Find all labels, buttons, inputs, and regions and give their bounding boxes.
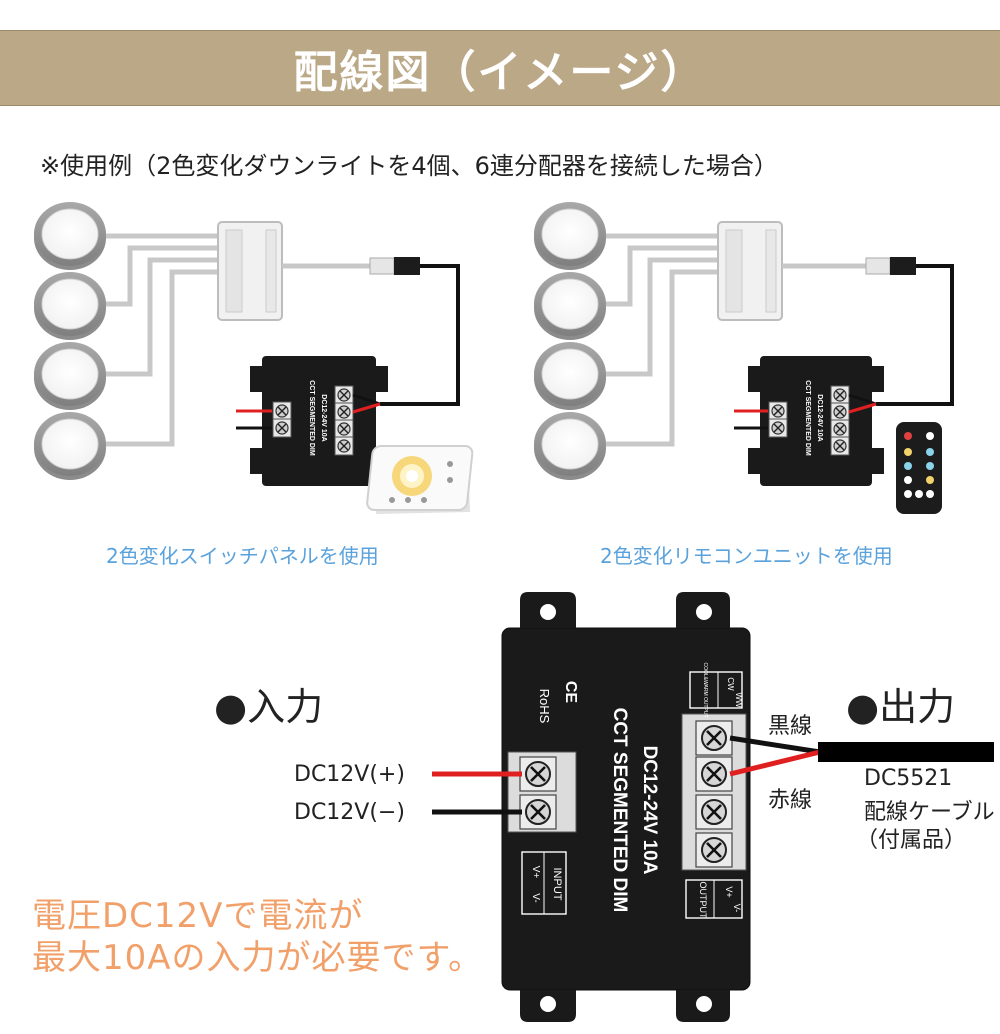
right-lamp-4 [533, 411, 607, 481]
page-title: 配線図（イメージ） [293, 47, 707, 98]
right-example: CCT SEGMENTED DIM DC12-24V 10A [533, 201, 954, 514]
output-label: OUTPUT [698, 882, 708, 920]
svg-text:V-: V- [732, 904, 742, 913]
red-wire-label: 赤線 [768, 788, 813, 813]
right-lamp-wires [606, 233, 722, 447]
right-controller: CCT SEGMENTED DIM DC12-24V 10A [748, 356, 884, 486]
main-controller: INPUT V+ V- OUTPUT V+ V- COOL&WARM OUTPU… [501, 592, 751, 1022]
left-lamp-3 [33, 341, 107, 411]
left-distributor [217, 221, 283, 321]
svg-text:V+: V+ [530, 866, 541, 879]
output-screw-3 [694, 793, 734, 831]
caption-remote: 2色変化リモコンユニットを使用 [600, 544, 893, 568]
left-lamp-1 [33, 201, 107, 271]
right-lamp-3 [533, 341, 607, 411]
input-label: INPUT [551, 868, 563, 901]
left-controller-label: CCT SEGMENTED DIM [308, 380, 315, 456]
left-controller: CCT SEGMENTED DIM DC12-24V 10A [250, 356, 388, 486]
controller-rating: DC12-24V 10A [639, 746, 660, 875]
input-heading: ●入力 [214, 685, 324, 729]
svg-text:CCT SEGMENTED DIM: CCT SEGMENTED DIM [804, 380, 811, 456]
input-minus-label: DC12V(−) [294, 800, 405, 825]
svg-text:V+: V+ [724, 886, 734, 897]
input-plus-screw [518, 755, 558, 793]
rohs-mark: RoHS [537, 689, 552, 724]
cable-label-line1: DC5521 [864, 766, 953, 791]
output-screw-1 [694, 719, 734, 757]
caption-switch-panel: 2色変化スイッチパネルを使用 [106, 544, 379, 568]
cable-label-line3: （付属品） [856, 828, 967, 853]
dc5521-cable [818, 742, 994, 762]
output-screw-2 [694, 755, 734, 793]
ce-mark: CE [562, 681, 579, 704]
requirement-line2: 最大10Aの入力が必要です。 [32, 938, 484, 978]
usage-note: ※使用例（2色変化ダウンライトを4個、6連分配器を接続した場合） [40, 152, 778, 180]
black-wire-label: 黒線 [768, 714, 813, 739]
svg-text:V-: V- [530, 893, 541, 902]
svg-text:DC12-24V 10A: DC12-24V 10A [320, 394, 327, 441]
right-lamp-2 [533, 271, 607, 341]
remote-control [896, 422, 942, 514]
input-minus-screw [518, 793, 558, 831]
output-screw-4 [694, 831, 734, 869]
left-lamp-4 [33, 411, 107, 481]
svg-text:COOL&WARM OUTPUT: COOL&WARM OUTPUT [702, 662, 708, 717]
requirement-line1: 電圧DC12Vで電流が [32, 896, 364, 936]
input-plus-label: DC12V(+) [294, 762, 405, 787]
left-example: CCT SEGMENTED DIM DC12-24V 10A [33, 201, 474, 514]
svg-text:WW: WW [734, 692, 743, 708]
right-distributor [717, 221, 783, 321]
output-red-wire [729, 749, 821, 777]
left-lamp-wires [106, 233, 222, 447]
title-banner: 配線図（イメージ） [0, 30, 1000, 106]
svg-text:DC12-24V 10A: DC12-24V 10A [816, 394, 823, 441]
switch-panel [366, 445, 474, 514]
controller-model: CCT SEGMENTED DIM [609, 708, 630, 913]
output-heading: ●出力 [846, 685, 956, 729]
left-lamp-2 [33, 271, 107, 341]
cable-label-line2: 配線ケーブル [864, 800, 995, 825]
svg-text:CW: CW [726, 677, 735, 691]
right-lamp-1 [533, 201, 607, 271]
output-black-wire [729, 735, 821, 755]
